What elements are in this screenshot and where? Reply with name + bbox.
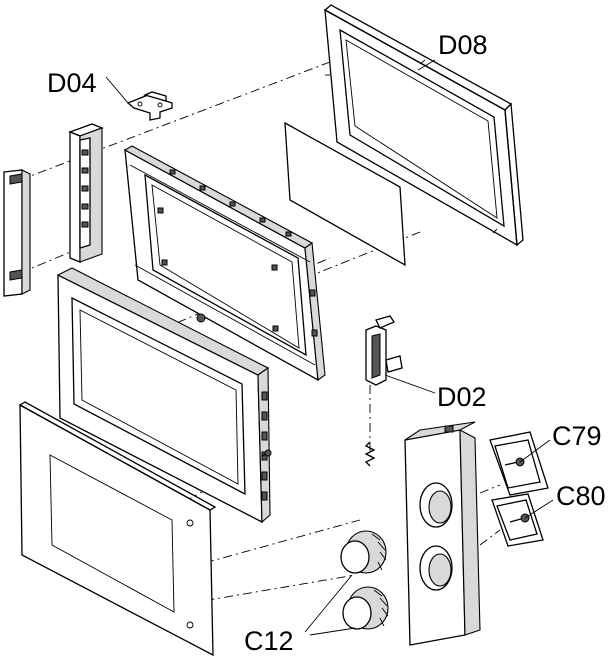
door-outer-frame [56, 267, 271, 524]
hinge-bracket-d04 [105, 76, 173, 121]
door-frame-d08 [323, 4, 524, 247]
leader-lines [304, 59, 554, 636]
door-handle [68, 123, 104, 263]
callout-c80: C80 [556, 481, 606, 511]
door-latch-hook [3, 169, 31, 297]
glass-panel [284, 121, 406, 267]
power-selector-c80 [491, 493, 544, 547]
callout-c12: C12 [244, 626, 294, 656]
timer-switch-c79 [489, 431, 549, 496]
spring [364, 441, 376, 467]
knob-upper [340, 530, 387, 574]
callout-d02: D02 [437, 382, 487, 412]
door-front-panel [18, 401, 217, 657]
screw [261, 449, 272, 457]
callout-c79: C79 [552, 421, 602, 451]
callout-d04: D04 [47, 68, 97, 98]
knob-lower [342, 586, 389, 630]
control-panel [404, 421, 481, 646]
callout-d08: D08 [438, 30, 488, 60]
door-chassis [123, 145, 326, 382]
latch-lever-d02 [365, 315, 436, 394]
